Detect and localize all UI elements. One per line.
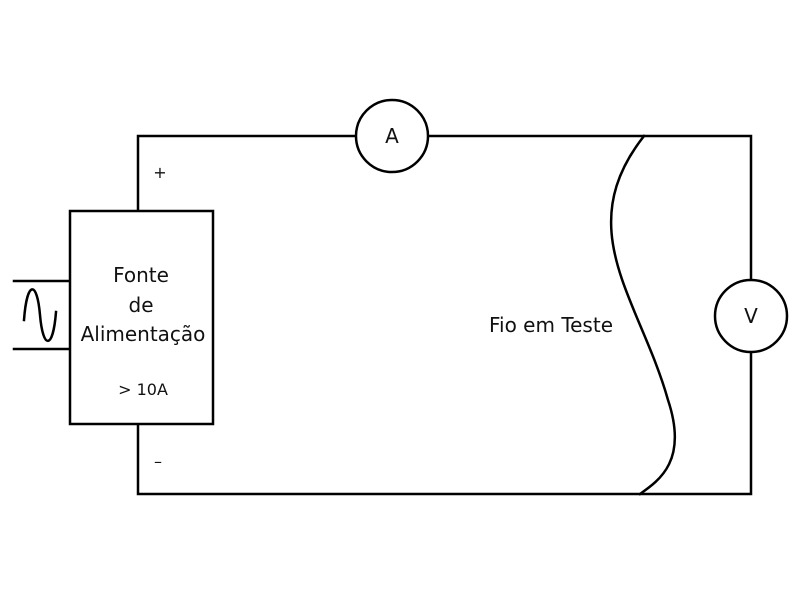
voltmeter-label: V [744,304,758,328]
ammeter-label: A [385,124,399,148]
wire-under-test-label: Fio em Teste [489,313,613,337]
voltmeter [713,278,789,354]
wire-bottom [136,350,753,496]
wire-positive [136,134,358,213]
power-supply-label-line3: Alimentação [81,322,206,346]
positive-terminal-label: + [153,163,166,182]
power-supply-rating: > 10A [118,380,168,399]
wire-under-test [609,134,677,496]
circuit-wires [136,134,753,496]
ac-input [12,279,72,351]
power-supply-box [68,209,215,426]
wire-top-right [426,134,753,282]
ammeter [354,98,430,174]
sine-wave-icon [22,288,58,343]
power-supply-label-line1: Fonte [113,263,169,287]
negative-terminal-label: – [154,452,162,471]
power-supply-label-line2: de [129,293,154,317]
